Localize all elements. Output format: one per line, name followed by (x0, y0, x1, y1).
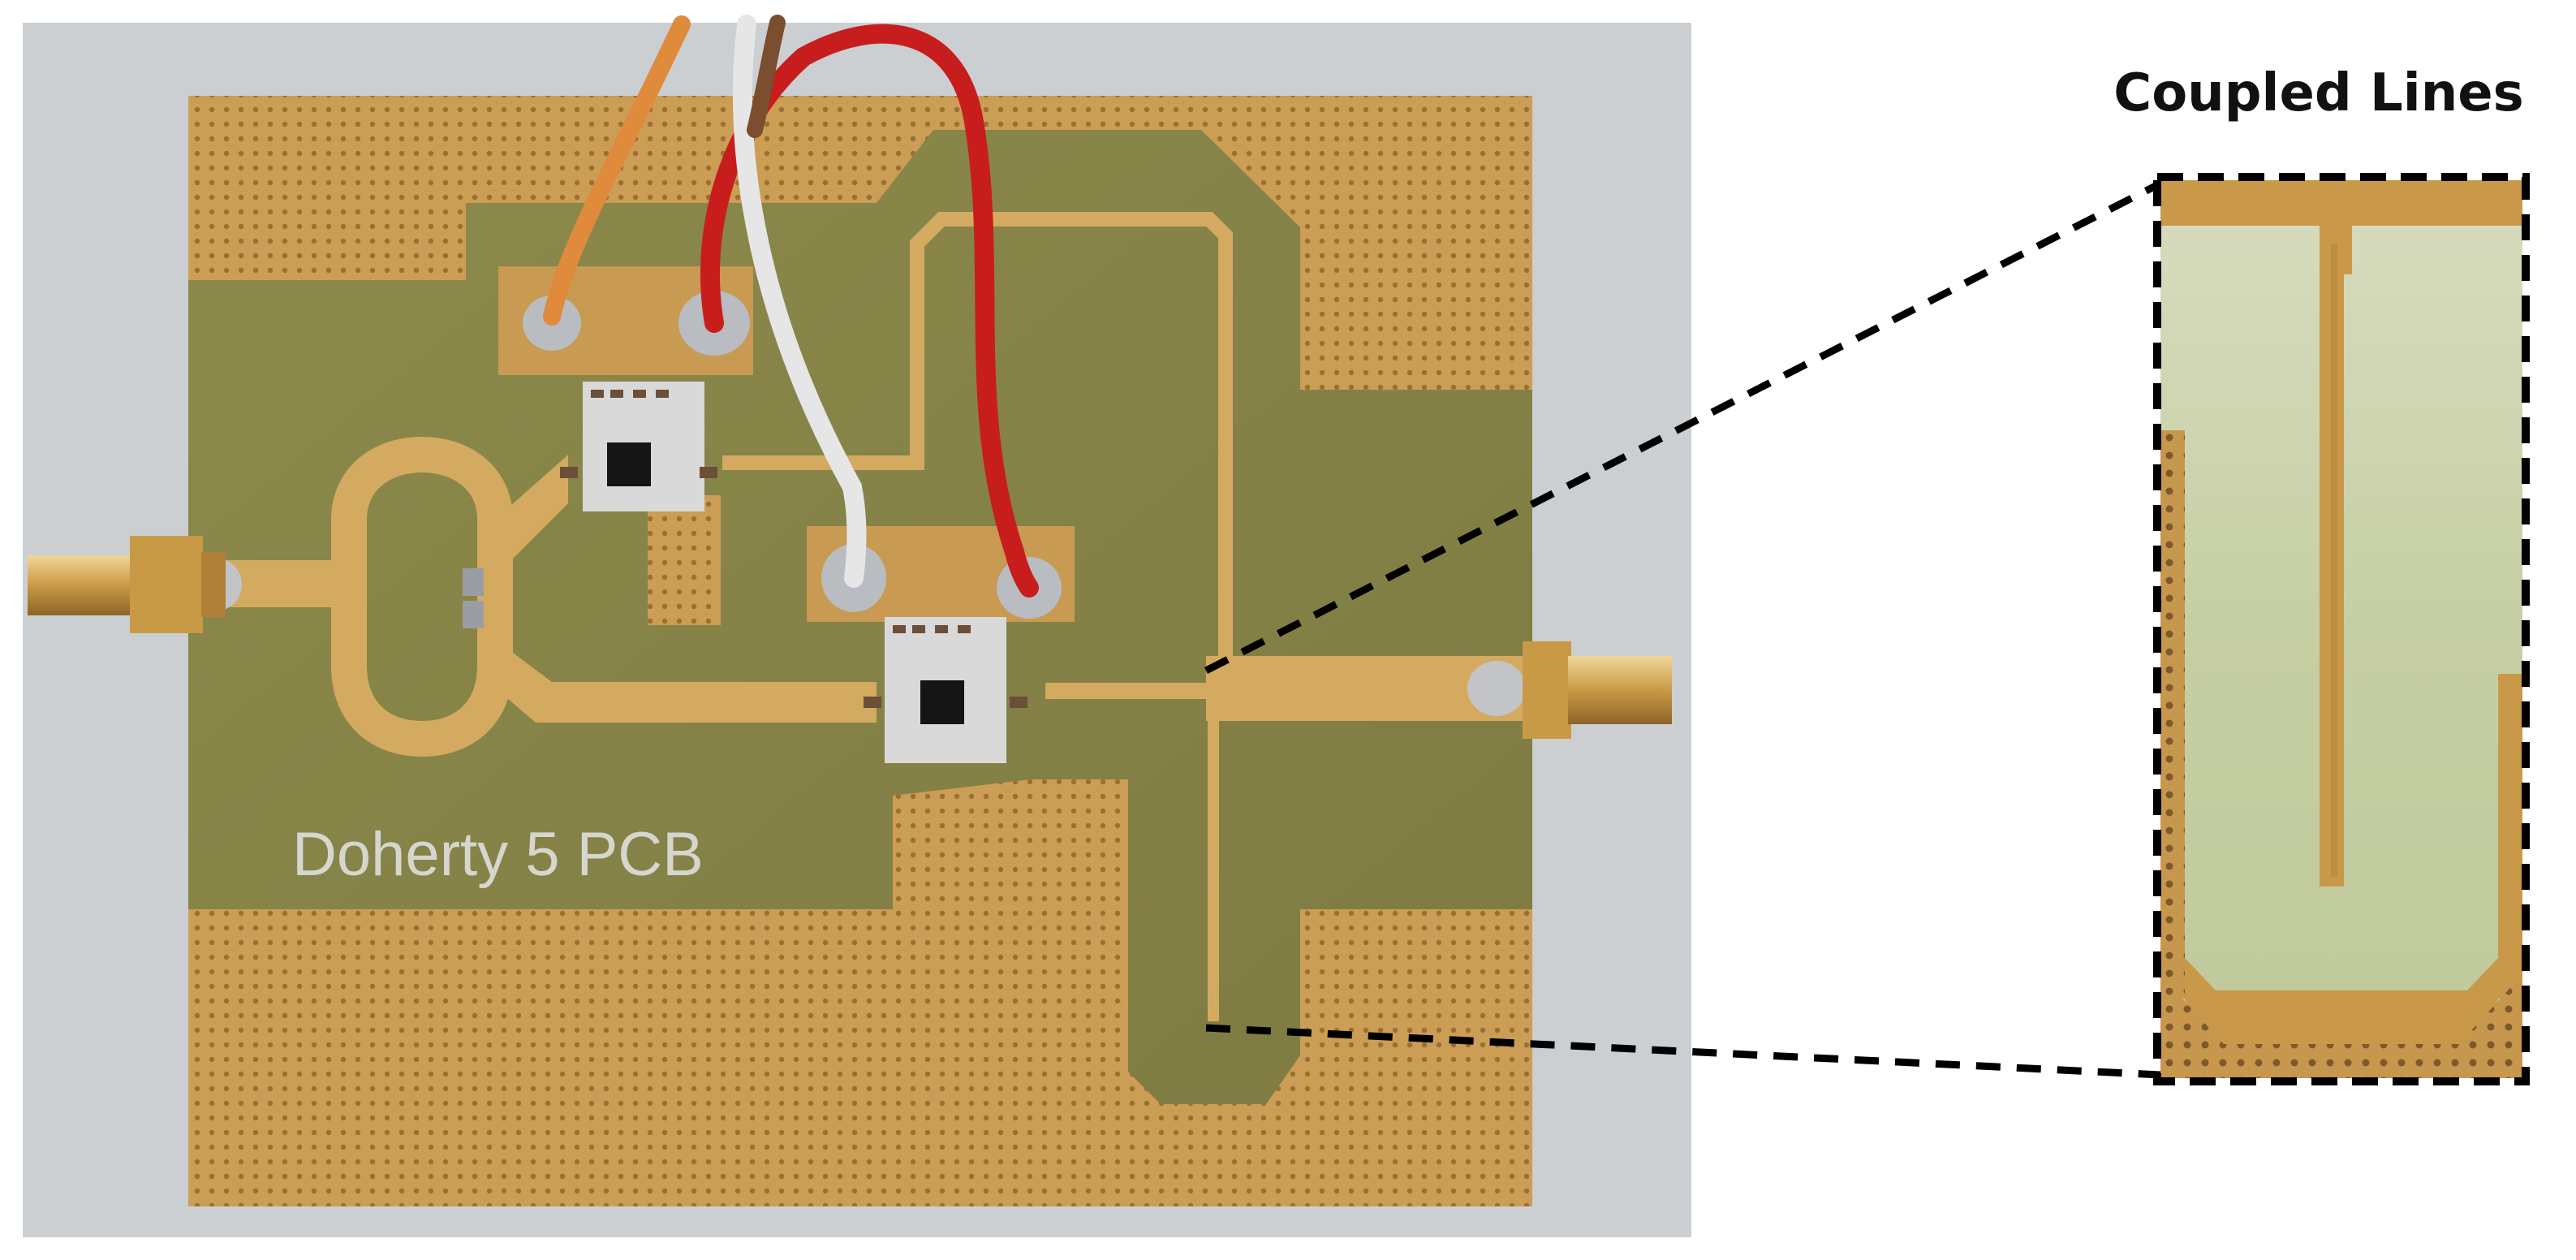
ground-plane-top (188, 96, 1532, 390)
bias-stub-carrier (648, 495, 721, 625)
inset-bottom-ground (2160, 1044, 2522, 1078)
solder-joint (1467, 661, 1526, 716)
peaking-transistor (864, 617, 1027, 763)
wire-orange (543, 15, 691, 326)
carrier-transistor (560, 382, 717, 511)
peaking-input-line (479, 633, 877, 723)
ground-plane-center (893, 779, 1031, 909)
inset-left-copper (2160, 430, 2185, 999)
zoom-title: Coupled Lines (2113, 63, 2524, 123)
output-sma-connector (1523, 641, 1672, 739)
input-power-divider (331, 436, 513, 757)
zoom-connector-line-top (1204, 179, 2163, 675)
input-sma-connector (28, 536, 226, 633)
wire-white (733, 15, 867, 588)
coupled-line-stub (1208, 690, 1219, 1021)
inset-right-copper (2498, 674, 2522, 999)
input-resistor (463, 568, 484, 628)
pcb-photo: Doherty 5 PCB (23, 15, 1691, 1237)
coupled-lines-inset (2153, 173, 2530, 1085)
inset-dashed-border (2153, 173, 2530, 1085)
inset-bottom-trace (2185, 958, 2498, 1051)
wire-brown (747, 15, 786, 138)
ground-plane-bottom (188, 779, 1532, 1206)
board-label: Doherty 5 PCB (292, 820, 704, 889)
